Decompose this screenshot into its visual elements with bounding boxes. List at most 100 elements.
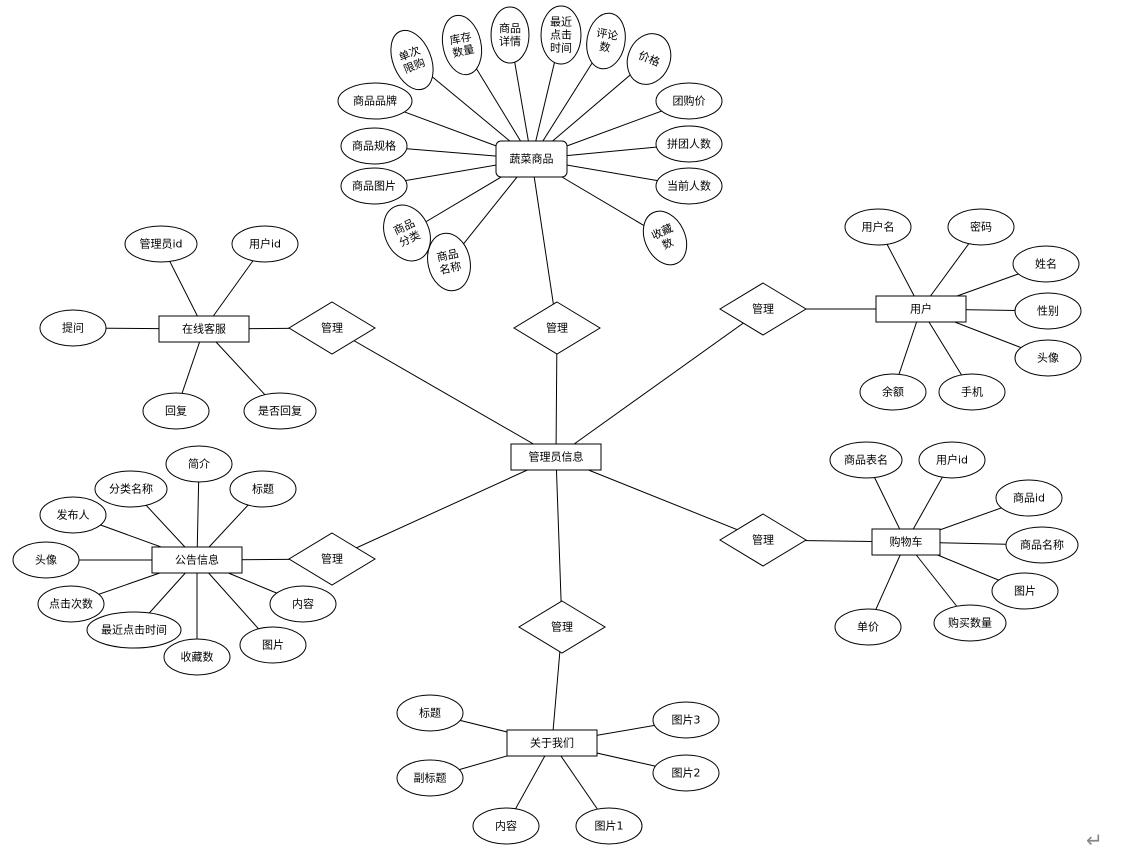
- attribute-b5: 图片3: [652, 701, 720, 739]
- attribute-ellipse: [340, 127, 408, 165]
- relation-r_csr: 管理: [288, 301, 376, 355]
- relation-diamond: [513, 301, 601, 355]
- entity-box: [158, 315, 250, 343]
- attribute-ellipse: [86, 611, 182, 649]
- node-label: 管理: [752, 302, 774, 316]
- entity-csr: 在线客服: [158, 315, 250, 343]
- node-label: 用户名: [862, 220, 895, 234]
- node-label: 商品: [499, 21, 521, 35]
- node-label: 购物车: [890, 535, 923, 549]
- attribute-v14: 商品名称: [427, 232, 471, 292]
- node-label: 用户id: [249, 237, 281, 251]
- relation-r_cart: 管理: [719, 513, 807, 567]
- node-label: 库存: [448, 29, 472, 47]
- relation-r_user: 管理: [719, 282, 807, 336]
- attribute-n4: 发布人: [39, 496, 107, 534]
- attribute-ellipse: [163, 638, 231, 676]
- node-label: 管理员id: [139, 237, 182, 251]
- attribute-ellipse: [844, 208, 912, 246]
- edge-admin-r_about: [555, 456, 563, 628]
- node-label: 购买数量: [948, 616, 992, 630]
- attribute-ellipse: [652, 754, 720, 792]
- attribute-ellipse: [39, 496, 107, 534]
- attribute-ellipse: [626, 33, 672, 85]
- entity-box: [151, 546, 243, 574]
- attribute-k1: 商品表名: [829, 441, 903, 479]
- entity-user: 用户: [875, 295, 967, 323]
- attribute-v11: 商品图片: [340, 167, 408, 205]
- entity-veg: 蔬菜商品: [495, 140, 568, 178]
- node-label: 图片: [1014, 585, 1036, 598]
- attribute-ellipse: [441, 14, 483, 76]
- attribute-c5: 是否回复: [243, 392, 317, 430]
- node-label: 详情: [499, 34, 521, 48]
- node-label: 副标题: [414, 771, 447, 785]
- node-label: 名称: [438, 259, 462, 277]
- entity-cart: 购物车: [871, 528, 941, 556]
- entity-box: [510, 443, 602, 471]
- attribute-ellipse: [229, 470, 297, 508]
- node-label: 用户id: [936, 453, 968, 467]
- node-label: 图片: [262, 639, 284, 652]
- node-label: 管理: [546, 321, 568, 335]
- attribute-ellipse: [231, 225, 299, 263]
- attribute-ellipse: [918, 441, 986, 479]
- attribute-ellipse: [1014, 339, 1082, 377]
- node-label: 头像: [35, 554, 57, 567]
- attribute-ellipse: [390, 29, 434, 91]
- attribute-ellipse: [834, 608, 902, 646]
- attribute-ellipse: [337, 82, 413, 120]
- node-label: 收藏数: [181, 650, 214, 664]
- entity-box: [875, 295, 967, 323]
- node-label: 商品表名: [844, 453, 888, 467]
- attribute-ellipse: [655, 82, 723, 120]
- node-label: 姓名: [1035, 257, 1057, 271]
- edge-admin-r_cart: [555, 456, 764, 541]
- attribute-v15: 收藏数: [642, 210, 688, 266]
- attribute-ellipse: [575, 807, 643, 845]
- edge-admin-r_notice: [331, 456, 557, 560]
- node-label: 拼团人数: [667, 137, 711, 151]
- attribute-ellipse: [12, 541, 80, 579]
- attribute-ellipse: [472, 807, 540, 845]
- entity-notice: 公告信息: [151, 546, 243, 574]
- attribute-ellipse: [829, 441, 903, 479]
- attribute-n2: 分类名称: [94, 470, 168, 508]
- node-label: 标题: [419, 706, 441, 720]
- attribute-b4: 图片1: [575, 807, 643, 845]
- attribute-ellipse: [655, 167, 723, 205]
- node-label: 点击次数: [49, 597, 93, 611]
- attribute-k2: 用户id: [918, 441, 986, 479]
- attribute-ellipse: [94, 470, 168, 508]
- attribute-k3: 商品id: [995, 479, 1063, 517]
- node-label: 数量: [451, 43, 475, 60]
- attribute-b1: 标题: [396, 694, 464, 732]
- attribute-ellipse: [947, 208, 1015, 246]
- attribute-ellipse: [859, 373, 927, 411]
- attribute-c3: 提问: [39, 309, 107, 347]
- attribute-ellipse: [37, 585, 105, 623]
- relation-r_veg: 管理: [513, 301, 601, 355]
- node-label: 点击: [550, 29, 572, 42]
- node-label: 商品规格: [352, 139, 396, 153]
- attribute-u5: 头像: [1014, 339, 1082, 377]
- relation-diamond: [719, 282, 807, 336]
- attribute-c1: 管理员id: [124, 225, 198, 263]
- node-label: 管理员信息: [529, 450, 584, 464]
- node-label: 单价: [857, 621, 879, 634]
- attribute-ellipse: [540, 5, 582, 65]
- node-label: 管理: [321, 321, 343, 335]
- entity-box: [495, 140, 568, 178]
- node-label: 回复: [165, 404, 187, 418]
- attribute-ellipse: [340, 167, 408, 205]
- node-label: 手机: [961, 385, 983, 399]
- attribute-ellipse: [396, 694, 464, 732]
- attribute-c2: 用户id: [231, 225, 299, 263]
- node-label: 标题: [252, 482, 274, 496]
- node-label: 发布人: [57, 508, 90, 522]
- node-label: 用户: [910, 302, 932, 316]
- attribute-v5: 最近点击时间: [540, 5, 582, 65]
- attribute-b2: 副标题: [396, 759, 464, 797]
